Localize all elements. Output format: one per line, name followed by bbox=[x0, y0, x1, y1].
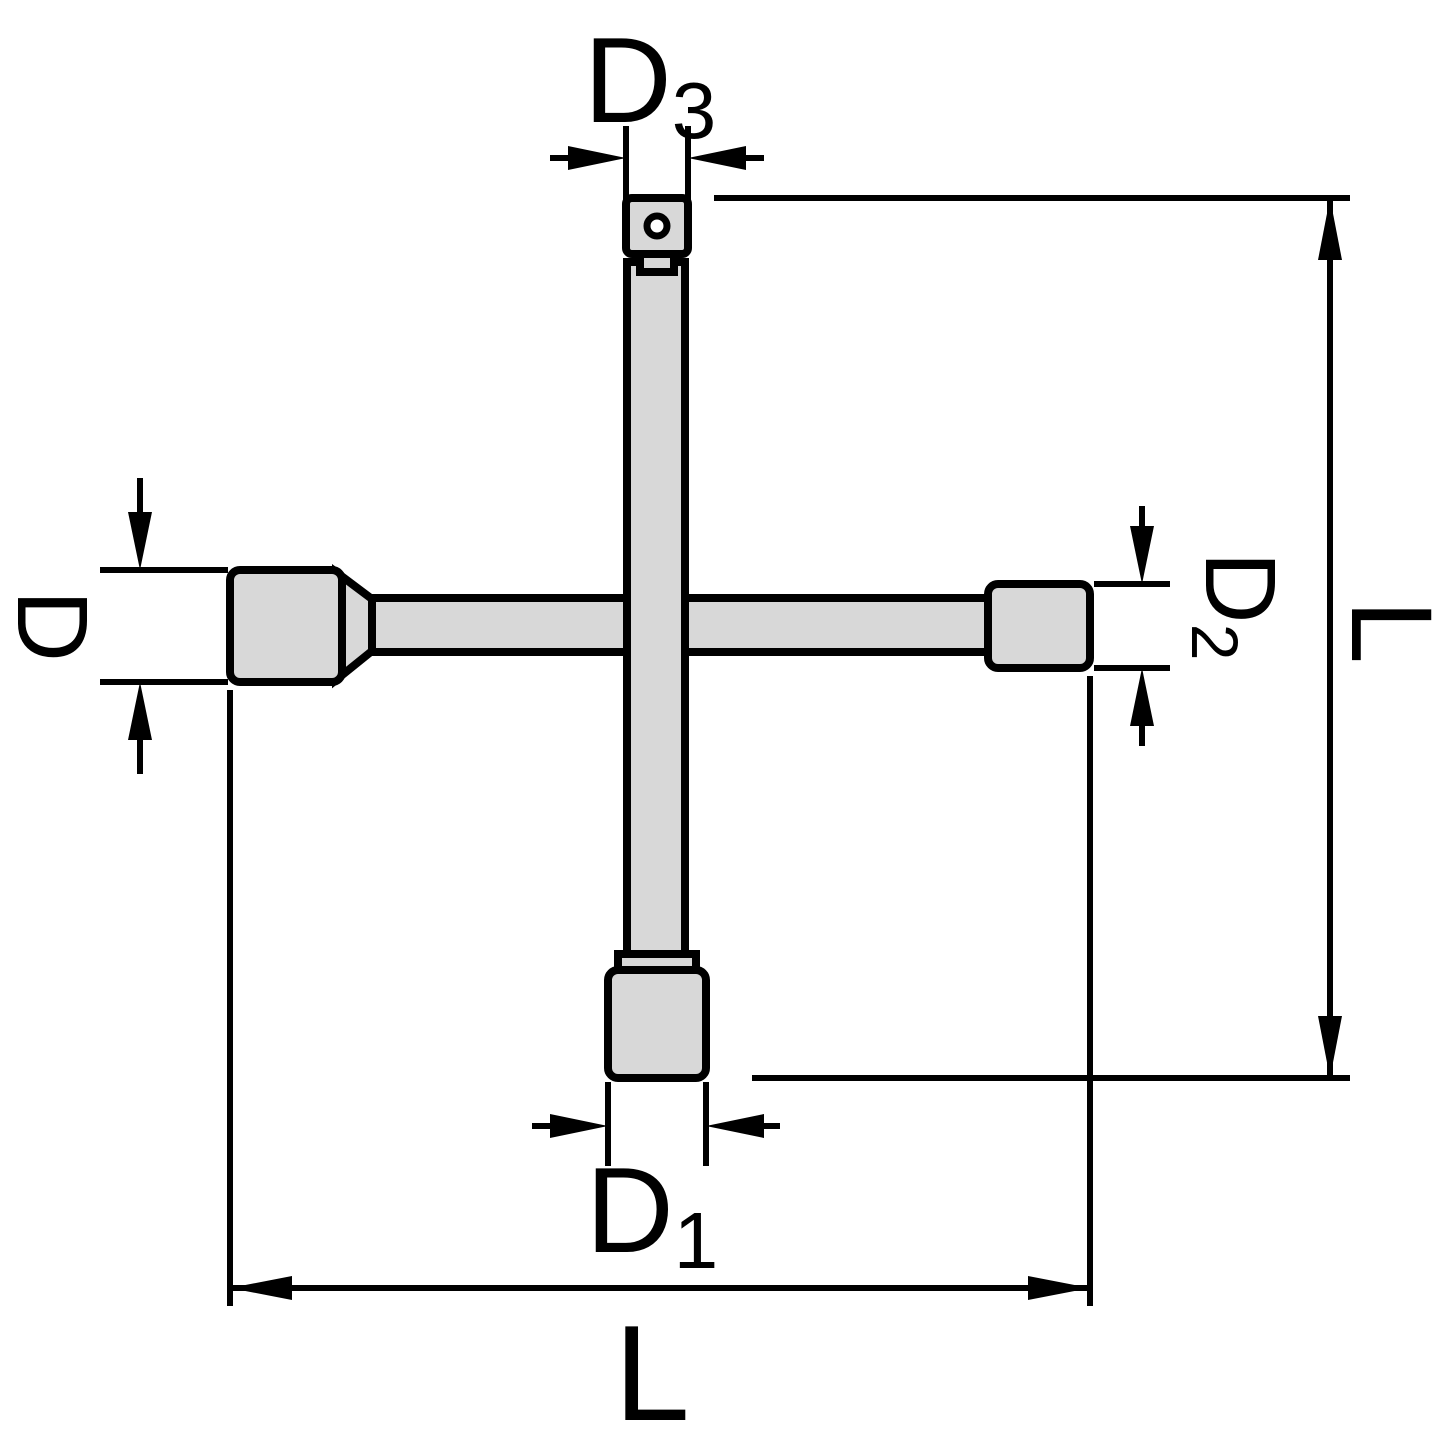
label-d3: D3 bbox=[584, 12, 717, 155]
wrench-body bbox=[226, 194, 1094, 1082]
l-width-arrow-right bbox=[1028, 1276, 1090, 1300]
dimension-l-width: L bbox=[227, 676, 1093, 1445]
label-d1: D1 bbox=[586, 1142, 719, 1285]
drive-pin-hole bbox=[643, 212, 671, 240]
l-width-arrow-left bbox=[230, 1276, 292, 1300]
right-socket bbox=[984, 580, 1094, 672]
label-l-width: L bbox=[614, 1297, 690, 1445]
d3-arrow-left bbox=[568, 146, 626, 170]
dimension-d: D bbox=[0, 478, 228, 774]
l-height-arrow-top bbox=[1318, 198, 1342, 260]
label-l-height: L bbox=[1327, 600, 1445, 664]
dimension-d3: D3 bbox=[550, 12, 764, 212]
d2-arrow-bottom bbox=[1130, 668, 1154, 726]
d1-arrow-left bbox=[550, 1114, 608, 1138]
l-height-arrow-bottom bbox=[1318, 1016, 1342, 1078]
d1-arrow-right bbox=[706, 1114, 764, 1138]
label-d: D bbox=[0, 590, 108, 662]
dimension-d2: D2 bbox=[1094, 506, 1296, 746]
d3-arrow-right bbox=[688, 146, 746, 170]
d-arrow-top bbox=[128, 512, 152, 570]
bottom-socket bbox=[604, 966, 710, 1082]
label-d-main: D bbox=[0, 590, 108, 662]
label-d3-sub: 3 bbox=[672, 66, 717, 155]
label-l-width-main: L bbox=[614, 1297, 690, 1445]
label-d2-main: D bbox=[1184, 552, 1296, 624]
dimension-l-height: L bbox=[714, 195, 1445, 1081]
vertical-arm bbox=[623, 258, 689, 972]
left-socket bbox=[226, 566, 346, 686]
label-d1-sub: 1 bbox=[674, 1196, 719, 1285]
label-d3-main: D bbox=[584, 12, 672, 148]
d-arrow-bottom bbox=[128, 682, 152, 740]
d2-arrow-top bbox=[1130, 526, 1154, 584]
label-d2-sub: 2 bbox=[1178, 624, 1252, 661]
label-d1-main: D bbox=[586, 1142, 674, 1278]
label-l-height-main: L bbox=[1327, 600, 1445, 664]
label-d2: D2 bbox=[1178, 552, 1296, 661]
dimension-d1: D1 bbox=[532, 1082, 780, 1285]
